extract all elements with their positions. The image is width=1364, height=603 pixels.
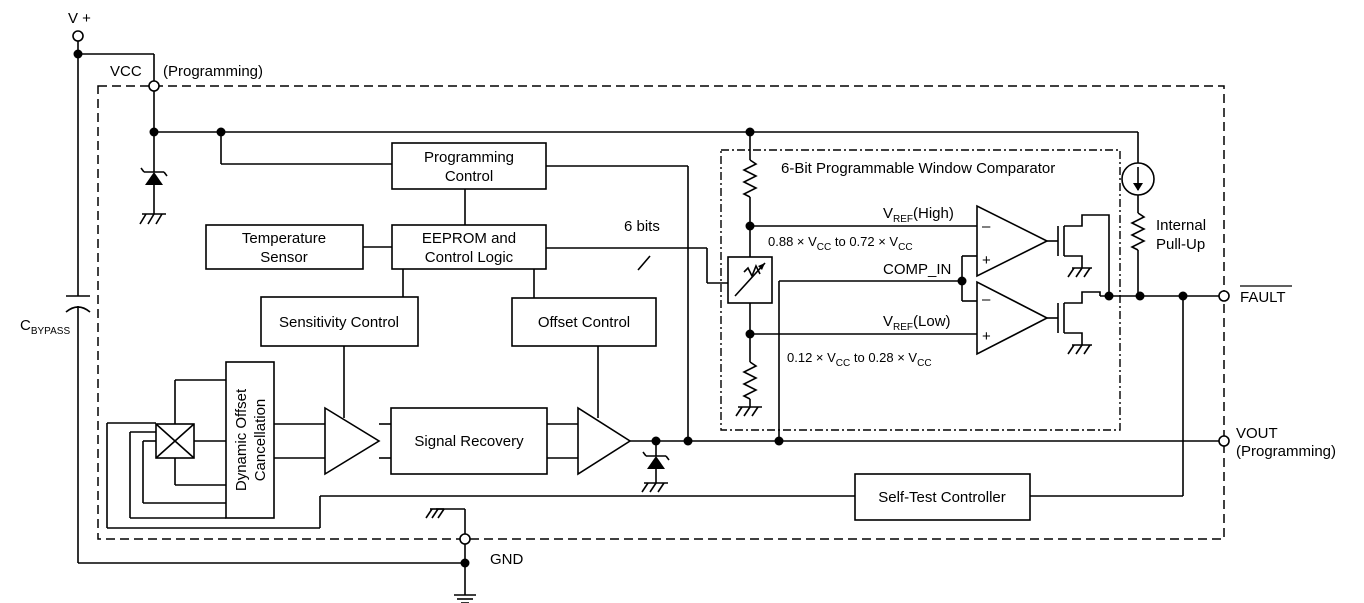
temperature-sensor-label-1: Temperature: [242, 230, 326, 247]
signal-recovery-block: [390, 407, 548, 475]
high-range-label: 0.88 × VCC to 0.72 × VCC: [768, 234, 913, 253]
internal-pullup-label-2: Pull-Up: [1156, 236, 1205, 253]
low-range-b: to 0.28 × V: [850, 350, 917, 365]
sensitivity-control-label: Sensitivity Control: [279, 314, 399, 331]
low-comp-plus: +: [982, 328, 991, 345]
hall-element: [129, 379, 226, 519]
gnd-label: GND: [490, 551, 524, 568]
vref-high-v: V: [883, 205, 893, 222]
c-bypass-label: CBYPASS: [20, 317, 70, 337]
vcc-programming-label: (Programming): [163, 63, 263, 80]
high-comp-minus: –: [982, 218, 991, 235]
high-range-a: 0.88 × V: [768, 234, 817, 249]
high-comparator: [976, 204, 1049, 278]
self-test-controller-label: Self-Test Controller: [878, 489, 1006, 506]
dynamic-offset-label-1: Dynamic Offset: [233, 388, 250, 491]
v-plus-label: V +: [68, 10, 91, 27]
low-range-sub2: CC: [917, 358, 931, 369]
vref-high-sub: REF: [893, 214, 913, 225]
vcc-label: VCC: [110, 63, 142, 80]
high-range-b: to 0.72 × V: [831, 234, 898, 249]
vref-low-rest: (Low): [913, 313, 951, 330]
low-comparator: [976, 280, 1049, 356]
high-range-sub2: CC: [898, 242, 912, 253]
eeprom-label-2: Control Logic: [425, 249, 514, 266]
low-comp-minus: –: [982, 291, 991, 308]
resistor-ladder: [727, 132, 977, 441]
fault-label: FAULT: [1240, 289, 1286, 306]
vref-low-label: VREF(Low): [883, 313, 951, 333]
low-range-sub1: CC: [836, 358, 850, 369]
eeprom-label-1: EEPROM and: [422, 230, 516, 247]
sensitivity-control-block: [260, 296, 419, 347]
vout-programming-label: (Programming): [1236, 443, 1336, 460]
temperature-sensor-block: [205, 224, 364, 270]
vref-low-sub: REF: [893, 322, 913, 333]
open-drain-outputs: [1047, 214, 1219, 355]
analog-chain-wiring: [106, 296, 1219, 529]
output-amplifier: [577, 406, 632, 476]
high-range-sub1: CC: [817, 242, 831, 253]
c-bypass-sub: BYPASS: [31, 326, 71, 337]
comp-in-label: COMP_IN: [883, 261, 951, 278]
programming-control-label-1: Programming: [424, 149, 514, 166]
eeprom-control-block: [391, 224, 547, 270]
internal-pullup: [1121, 132, 1155, 296]
offset-control-block: [511, 297, 657, 347]
programming-control-block: [391, 142, 547, 190]
fault-pin: [1218, 290, 1230, 302]
device-boundary: [97, 85, 1225, 540]
vout-pin: [1218, 435, 1230, 447]
vref-high-label: VREF(High): [883, 205, 954, 225]
vout-label: VOUT: [1236, 425, 1278, 442]
c-bypass-main: C: [20, 317, 31, 334]
temperature-sensor-label-2: Sensor: [260, 249, 308, 266]
pre-amplifier: [324, 406, 381, 476]
six-bits-label: 6 bits: [624, 218, 660, 235]
supply-wiring: [65, 30, 1138, 564]
low-range-label: 0.12 × VCC to 0.28 × VCC: [787, 350, 932, 369]
window-comparator-title: 6-Bit Programmable Window Comparator: [781, 160, 1055, 177]
vref-low-v: V: [883, 313, 893, 330]
programming-control-label-2: Control: [445, 168, 493, 185]
gnd-pin: [425, 508, 476, 603]
signal-recovery-label: Signal Recovery: [414, 433, 524, 450]
high-comp-plus: +: [982, 252, 991, 269]
window-comparator-boundary: [720, 149, 1121, 431]
vref-high-rest: (High): [913, 205, 954, 222]
internal-pullup-label-1: Internal: [1156, 217, 1206, 234]
dynamic-offset-label-2: Cancellation: [252, 399, 269, 482]
low-range-a: 0.12 × V: [787, 350, 836, 365]
self-test-controller-block: [854, 473, 1031, 521]
offset-control-label: Offset Control: [538, 314, 630, 331]
digital-wiring: [220, 132, 728, 438]
dynamic-offset-cancellation-block: [225, 361, 275, 519]
